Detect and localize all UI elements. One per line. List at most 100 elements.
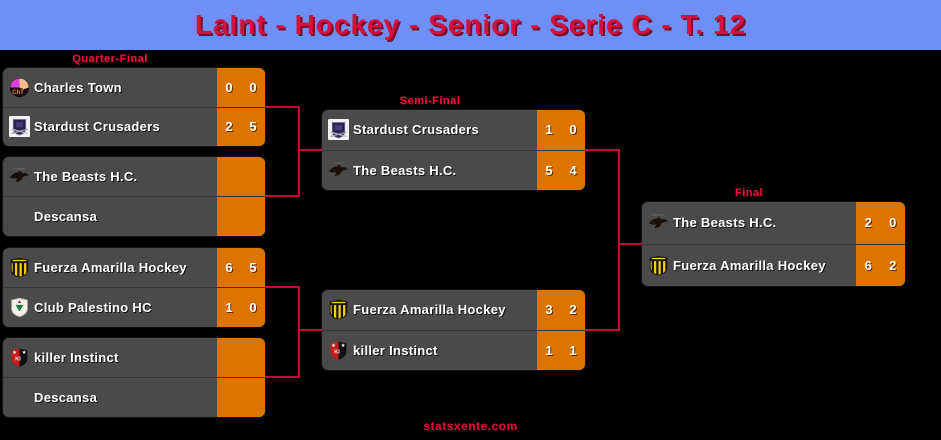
bracket-connector-line — [265, 286, 300, 288]
score-cell: 1 — [545, 342, 553, 358]
team-name: Fuerza Amarilla Hockey — [673, 257, 826, 273]
score-cell: 2 — [569, 302, 577, 318]
score-cell: 0 — [225, 79, 233, 95]
team-name: Stardust Crusaders — [353, 122, 480, 138]
score-cell: 5 — [545, 162, 553, 178]
round-label-semi-final: Semi-Final — [399, 95, 461, 107]
score-cell: 3 — [545, 302, 553, 318]
score-column — [217, 197, 265, 236]
bracket-connector-line — [585, 149, 620, 151]
header-bar: LaInt - Hockey - Senior - Serie C - T. 1… — [0, 0, 941, 50]
team-name: Charles Town — [34, 79, 122, 95]
svg-text:★: ★ — [12, 350, 17, 356]
score-cell: 5 — [249, 119, 257, 135]
svg-text:★: ★ — [331, 343, 336, 349]
score-cell: 5 — [249, 260, 257, 275]
score-column — [217, 378, 265, 417]
bracket-connector-line — [300, 149, 322, 151]
team-row[interactable]: The Beasts H.C. — [3, 157, 265, 196]
fuerza-amarilla-logo-icon — [9, 257, 30, 278]
score-cell: 0 — [569, 122, 577, 138]
score-cell: 2 — [864, 215, 872, 231]
score-cell: 2 — [889, 257, 897, 273]
bracket-connector-line — [618, 149, 620, 331]
score-cell: 0 — [249, 300, 257, 315]
score-cell: 0 — [889, 215, 897, 231]
fuerza-amarilla-logo-icon — [648, 255, 669, 276]
score-cell: 1 — [225, 300, 233, 315]
the-beasts-logo-icon — [9, 166, 30, 187]
svg-text:★: ★ — [22, 350, 27, 356]
the-beasts-logo-icon — [648, 212, 669, 233]
team-name: Club Palestino HC — [34, 300, 152, 315]
team-name: Descansa — [34, 390, 98, 405]
team-name: killer Instinct — [34, 350, 119, 365]
round-label-quarter-final: Quarter-Final — [72, 53, 148, 65]
score-cell: 2 — [225, 119, 233, 135]
bye-row: Descansa — [3, 377, 265, 417]
svg-text:KI: KI — [334, 349, 340, 355]
score-column — [217, 338, 265, 377]
team-name: killer Instinct — [353, 342, 438, 358]
score-cell: 1 — [545, 122, 553, 138]
score-cell: 0 — [249, 79, 257, 95]
bracket-connector-line — [265, 376, 300, 378]
team-name: The Beasts H.C. — [353, 162, 457, 178]
bracket-connector-line — [265, 195, 300, 197]
team-name: Fuerza Amarilla Hockey — [34, 260, 187, 275]
the-beasts-logo-icon — [328, 160, 349, 181]
charles-town-logo-icon: ChT — [9, 77, 30, 98]
score-column — [217, 157, 265, 196]
stardust-crusaders-logo-icon — [9, 116, 30, 138]
bracket-connector-line — [620, 243, 642, 245]
page-title: LaInt - Hockey - Senior - Serie C - T. 1… — [194, 9, 747, 40]
team-name: Descansa — [34, 209, 98, 224]
team-name: Stardust Crusaders — [34, 119, 161, 135]
fuerza-amarilla-logo-icon — [328, 299, 349, 320]
score-cell: 6 — [864, 257, 872, 273]
team-row[interactable]: ★ ★ KI killer Instinct — [3, 338, 265, 377]
svg-text:ChT: ChT — [12, 89, 24, 96]
team-name: The Beasts H.C. — [673, 215, 777, 231]
site-link[interactable]: statsxente.com — [423, 419, 518, 433]
score-cell: 4 — [569, 162, 577, 178]
killer-instinct-logo-icon: ★ ★ KI — [9, 347, 30, 368]
round-label-final: Final — [734, 187, 764, 199]
bracket-connector-line — [298, 286, 300, 378]
bracket-connector-line — [585, 329, 620, 331]
score-cell: 6 — [225, 260, 233, 275]
logo-spacer — [9, 387, 30, 408]
stardust-crusaders-logo-icon — [328, 119, 349, 141]
score-cell: 1 — [569, 342, 577, 358]
killer-instinct-logo-icon: ★ ★ KI — [328, 340, 349, 361]
match-box: The Beasts H.C. Descansa — [3, 157, 265, 236]
svg-text:KI: KI — [15, 357, 21, 363]
bracket-connector-line — [298, 106, 300, 197]
